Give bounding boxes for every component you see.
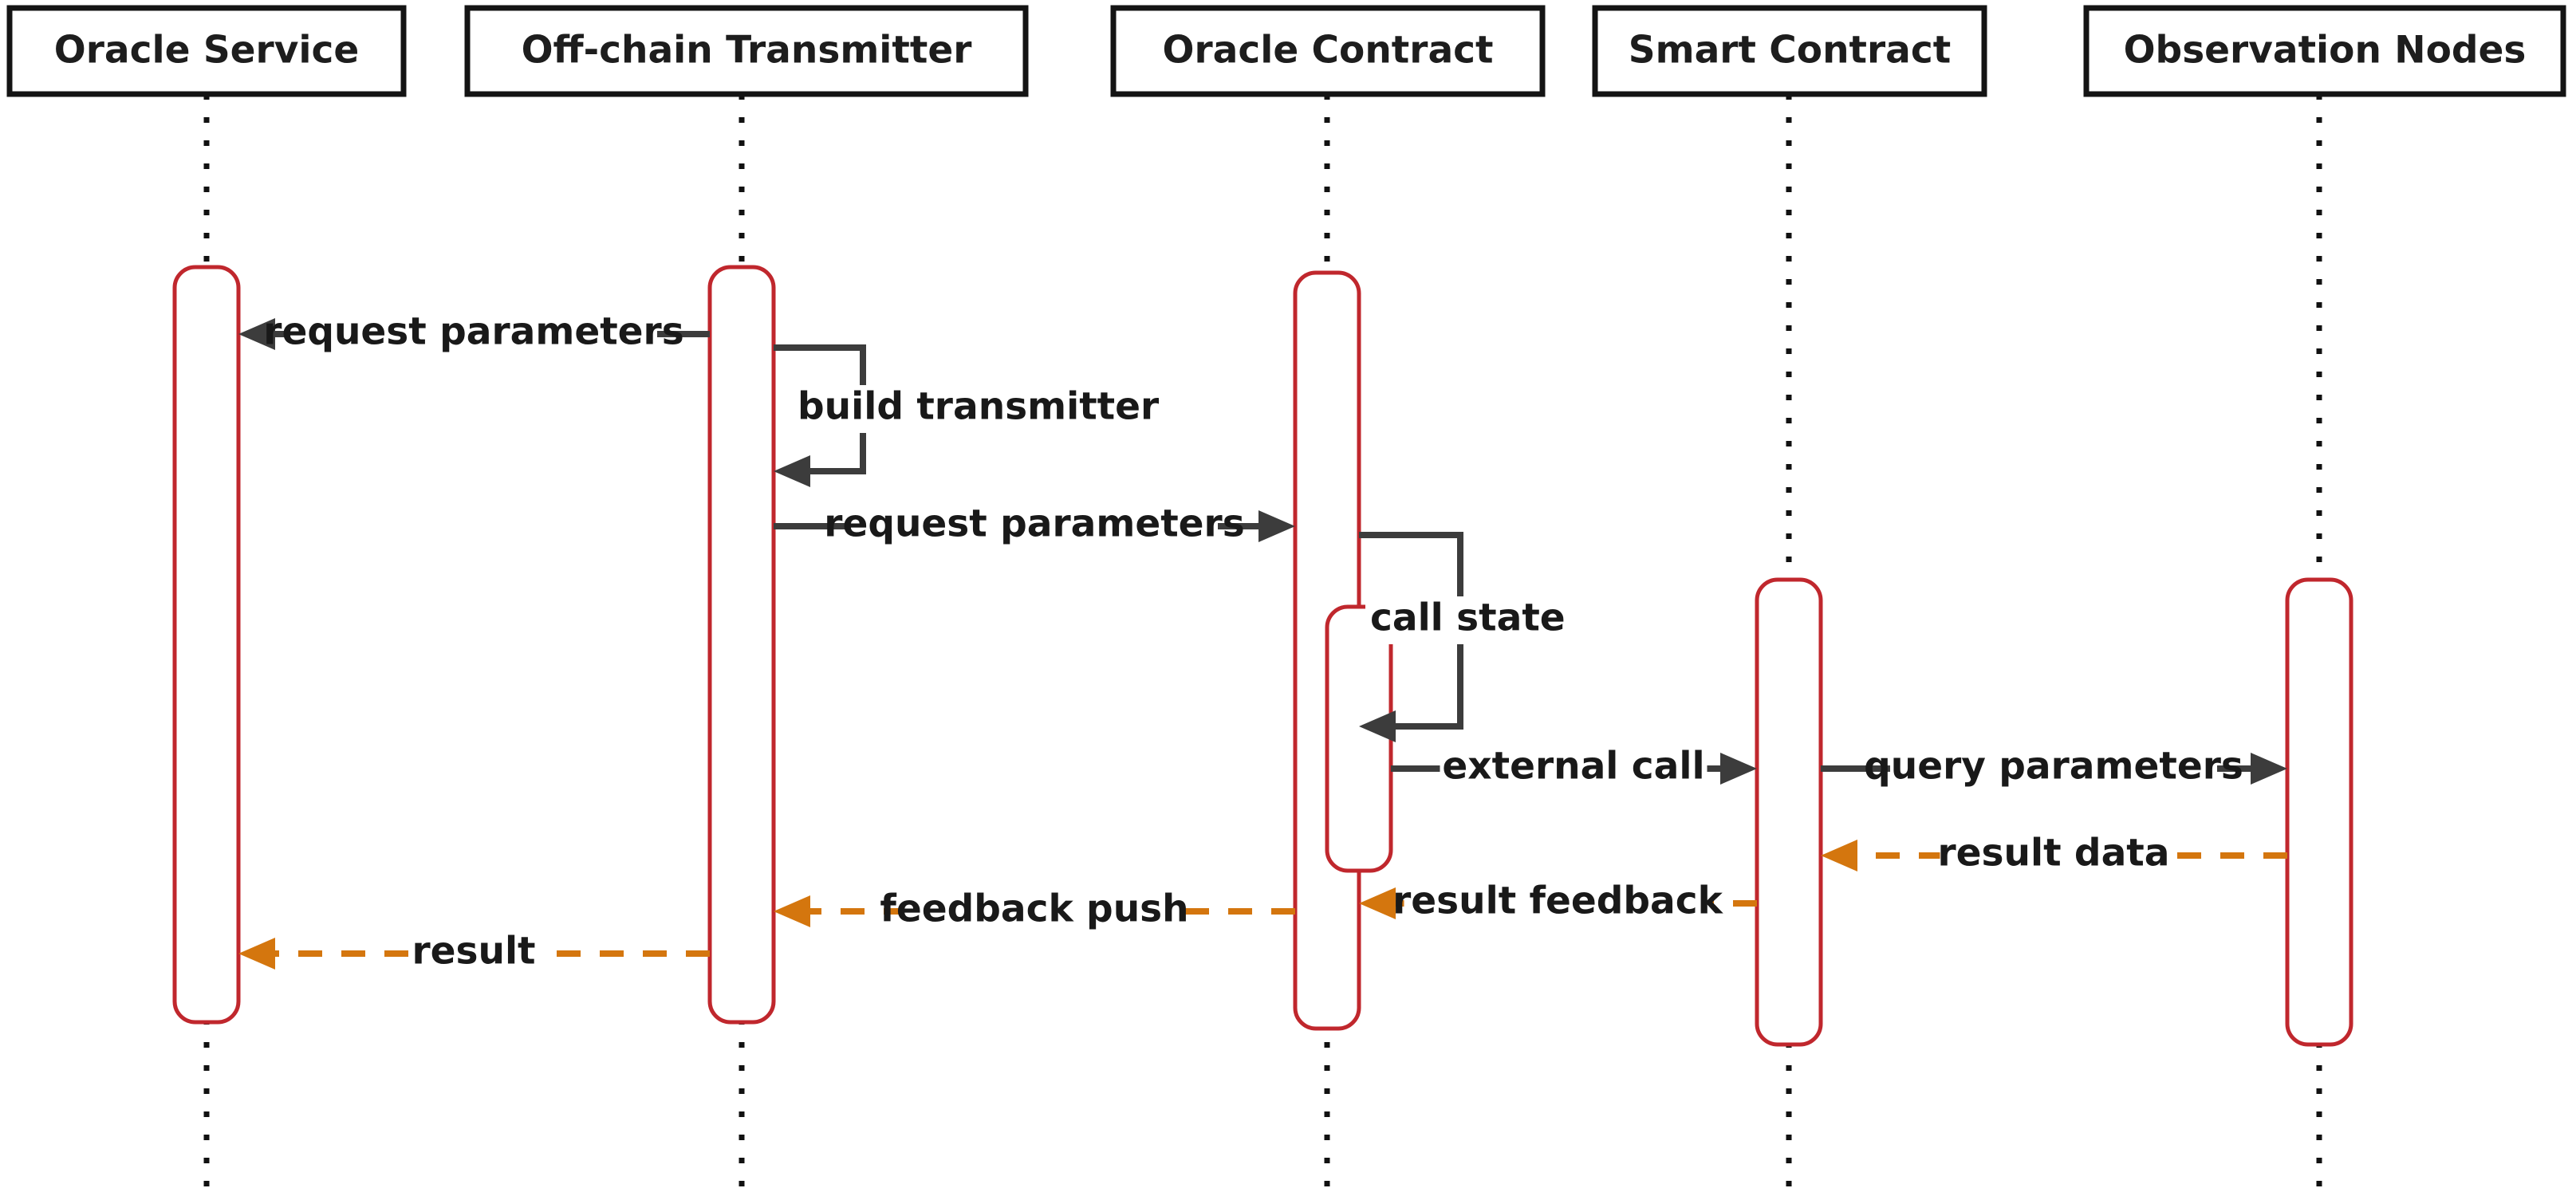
message-label-backdrop [410,930,538,978]
message-label-backdrop [1940,832,2168,879]
message-label-msg-build-transmitter: build transmitter [793,385,1160,433]
participant-box [1592,5,1987,97]
act-oracle-contract-nested [1325,604,1393,873]
message-label-text: call state [1370,596,1566,640]
message-label-text: query parameters [1864,745,2243,789]
act-off-chain-transmitter [707,265,776,1025]
message-label-msg-request-parameters-2: request parameters [824,502,1245,550]
message-label-text: result feedback [1392,879,1723,923]
arrowhead-msg-request-parameters-2 [1258,510,1295,542]
participant-label: Smart Contract [1629,29,1951,73]
act-observation-nodes [2285,577,2353,1047]
message-label-backdrop [793,385,1140,433]
participant-label: Oracle Contract [1163,29,1494,73]
message-label-msg-external-call: external call [1440,745,1707,793]
activation-bars-layer [172,265,2353,1047]
participant-header-off-chain-transmitter[interactable]: Off-chain Transmitter [464,5,1029,97]
participant-headers-layer: Oracle Service Off-chain Transmitter Oracl… [6,5,2566,97]
message-label-msg-request-parameters-1: request parameters [263,310,684,358]
message-label-text: request parameters [263,310,683,354]
message-label-msg-result: result [410,930,538,978]
message-label-backdrop [1440,745,1707,793]
message-label-text: result [412,930,535,974]
arrowhead-msg-query-parameters [2251,753,2287,785]
participant-header-oracle-service[interactable]: Oracle Service [6,5,407,97]
arrowhead-msg-result-data [1821,840,1857,871]
arrowhead-msg-call-state [1359,710,1396,742]
participant-header-observation-nodes[interactable]: Observation Nodes [2083,5,2566,97]
message-label-msg-query-parameters: query parameters [1864,745,2243,793]
act-smart-contract [1755,577,1823,1047]
participant-header-oracle-contract[interactable]: Oracle Contract [1110,5,1546,97]
participant-box [2083,5,2566,97]
arrowhead-msg-result-feedback [1359,887,1396,919]
message-label-backdrop [900,887,1168,935]
message-label-backdrop [290,310,657,358]
arrowhead-msg-feedback-push [774,895,810,927]
message-label-backdrop [1404,879,1711,927]
message-label-backdrop [851,502,1218,550]
message-label-text: request parameters [824,502,1244,546]
arrowhead-msg-result [238,938,275,970]
act-oracle-service [172,265,241,1025]
arrowhead-msg-request-parameters-1 [238,318,275,350]
participant-label: Oracle Service [54,29,359,73]
arrowhead-msg-external-call [1720,753,1757,785]
participant-label: Off-chain Transmitter [522,29,973,73]
message-label-msg-result-data: result data [1938,832,2170,879]
participant-box [6,5,407,97]
message-label-text: feedback push [880,887,1188,931]
message-label-backdrop [1890,745,2217,793]
participant-label: Observation Nodes [2124,29,2527,73]
message-label-text: external call [1442,745,1704,789]
message-label-msg-call-state: call state [1365,596,1573,644]
lifelines-layer [203,94,2322,1192]
participant-header-smart-contract[interactable]: Smart Contract [1592,5,1987,97]
participant-box [464,5,1029,97]
message-label-msg-result-feedback: result feedback [1392,879,1724,927]
message-label-text: result data [1938,832,2170,875]
message-label-backdrop [1365,596,1573,644]
participant-box [1110,5,1546,97]
arrowhead-msg-build-transmitter [774,455,810,487]
message-label-text: build transmitter [798,385,1160,429]
message-labels-layer: request parameters build transmitter reque… [263,310,2243,978]
message-label-msg-feedback-push: feedback push [880,887,1189,935]
